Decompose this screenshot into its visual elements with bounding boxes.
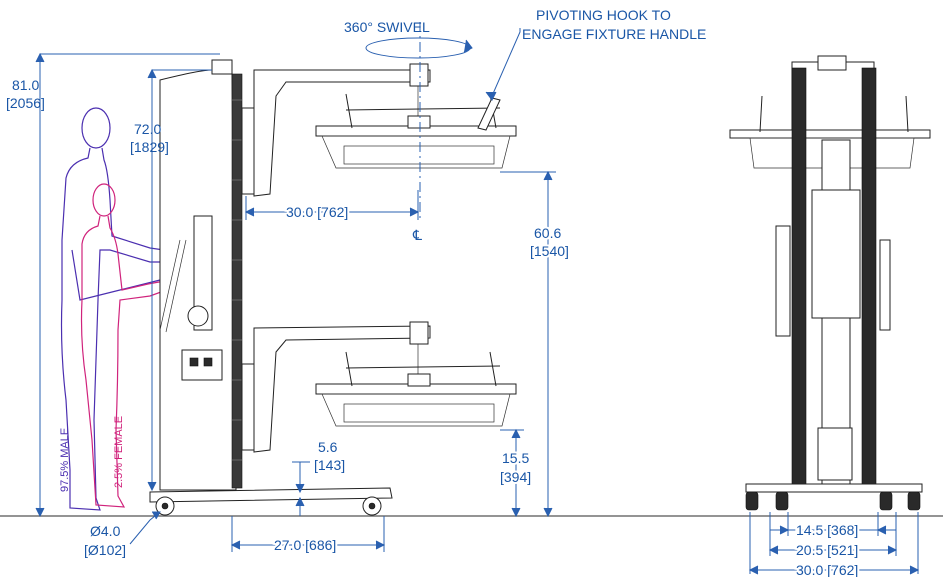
dim-wheel-dia-mm: [Ø102]: [84, 542, 126, 558]
dim-clearance-in: 5.6: [318, 439, 338, 455]
dim-clearance: [292, 461, 310, 516]
swivel-arrow: [365, 37, 473, 59]
dim-wheelbase: [230, 516, 386, 552]
dim-total-height-in: 81.0: [12, 77, 39, 93]
centerline-symbol: ℄: [412, 227, 422, 243]
dim-total-height: [35, 52, 220, 518]
dim-upper-height: [500, 170, 556, 518]
hook-leader: [485, 28, 521, 101]
dim-total-height-mm: [2056]: [6, 95, 45, 111]
dim-column-height-mm: [1829]: [130, 139, 169, 155]
dim-width-inner-label: 14.5 [368]: [796, 522, 858, 538]
dim-lower-height-in: 15.5: [502, 450, 529, 466]
front-view-machine: [729, 55, 931, 511]
dim-column-height-in: 72.0: [134, 121, 161, 137]
dim-width-mid: [768, 512, 898, 556]
dim-upper-height-mm: [1540]: [530, 243, 569, 259]
dim-lower-height: [500, 428, 524, 518]
swivel-label: 360° SWIVEL: [344, 19, 430, 35]
dim-width-mid-label: 20.5 [521]: [796, 542, 858, 558]
male-label: 97.5% MALE: [59, 428, 71, 492]
dim-reach-label: 30.0 [762]: [286, 204, 348, 220]
dim-column-height: [147, 68, 212, 492]
dim-upper-height-in: 60.6: [534, 225, 561, 241]
hook-label-2: ENGAGE FIXTURE HANDLE: [522, 26, 706, 42]
hook-label-1: PIVOTING HOOK TO: [536, 7, 671, 23]
dim-wheel-dia-in: Ø4.0: [90, 523, 121, 539]
female-figure: [80, 183, 173, 508]
dim-wheel-dia: [129, 511, 161, 545]
dim-width-inner: [770, 512, 896, 536]
dim-width-outer: [748, 512, 920, 575]
lower-fixture: [315, 351, 517, 427]
dim-width-outer-label: 30.0 [762]: [796, 562, 858, 577]
dim-reach: [244, 190, 420, 220]
upper-fixture: [315, 93, 517, 169]
dim-clearance-mm: [143]: [314, 457, 345, 473]
dim-lower-height-mm: [394]: [500, 469, 531, 485]
female-label: 2.5% FEMALE: [113, 416, 125, 488]
front-wheel-1: [745, 491, 759, 511]
dim-wheelbase-label: 27.0 [686]: [274, 537, 336, 553]
side-view-machine: [149, 59, 517, 516]
